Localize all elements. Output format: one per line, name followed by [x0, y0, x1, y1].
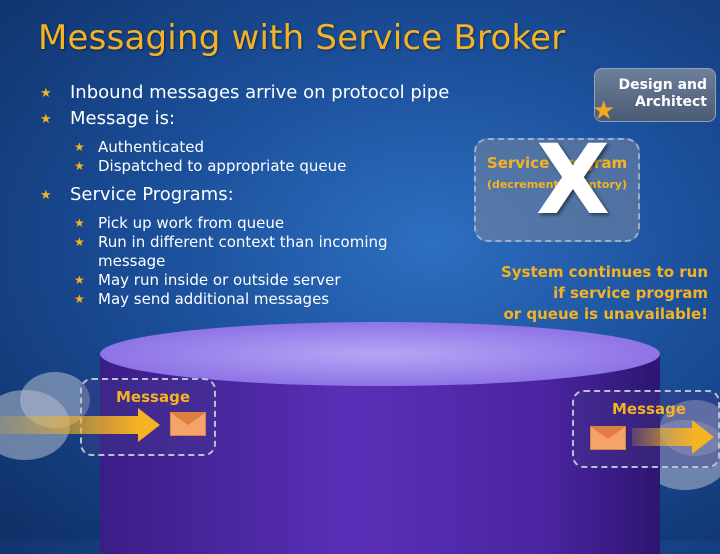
slide-title: Messaging with Service Broker — [38, 18, 566, 58]
sub-bullet-authenticated: ★ Authenticated — [74, 138, 205, 156]
star-bullet-icon: ★ — [74, 159, 85, 173]
envelope-icon — [590, 426, 626, 450]
incoming-arrow-head — [138, 408, 160, 442]
outgoing-arrow-head — [692, 420, 714, 454]
star-bullet-icon: ★ — [74, 235, 85, 249]
sub-bullet-inside-outside: ★ May run inside or outside server — [74, 271, 341, 289]
star-bullet-icon: ★ — [74, 292, 85, 306]
sub-bullet-pick-up: ★ Pick up work from queue — [74, 214, 285, 232]
design-architect-badge: Design and Architect — [594, 68, 716, 122]
outgoing-arrow-shaft — [632, 428, 694, 446]
availability-note: System continues to run if service progr… — [500, 263, 708, 323]
star-bullet-icon: ★ — [74, 273, 85, 287]
unavailable-x-mark: X — [536, 124, 611, 236]
star-bullet-icon: ★ — [40, 188, 52, 203]
bullet-service-programs: ★ Service Programs: — [40, 182, 510, 208]
star-bullet-icon: ★ — [74, 216, 85, 230]
incoming-arrow-shaft — [0, 416, 140, 434]
star-bullet-icon: ★ — [74, 140, 85, 154]
incoming-message-label: Message — [116, 388, 190, 406]
outgoing-message-label: Message — [612, 400, 686, 418]
bullet-list: ★ Inbound messages arrive on protocol pi… — [40, 80, 510, 309]
star-icon: ★ — [592, 96, 616, 126]
queue-cylinder-top — [100, 322, 660, 386]
service-program-title: Service Program — [486, 154, 628, 172]
sub-bullet-dispatched: ★ Dispatched to appropriate queue — [74, 157, 347, 175]
envelope-icon — [170, 412, 206, 436]
bullet-inbound: ★ Inbound messages arrive on protocol pi… — [40, 80, 510, 106]
bullet-message-is: ★ Message is: — [40, 106, 510, 132]
star-bullet-icon: ★ — [40, 86, 52, 101]
badge-label: Design and Architect — [618, 77, 707, 110]
sub-bullet-additional: ★ May send additional messages — [74, 290, 330, 308]
sub-bullet-context: ★ Run in different context than incoming… — [74, 233, 388, 270]
star-bullet-icon: ★ — [40, 112, 52, 127]
service-program-box: Service Program (decrement inventory) — [474, 138, 640, 242]
service-program-subtitle: (decrement inventory) — [486, 178, 628, 191]
